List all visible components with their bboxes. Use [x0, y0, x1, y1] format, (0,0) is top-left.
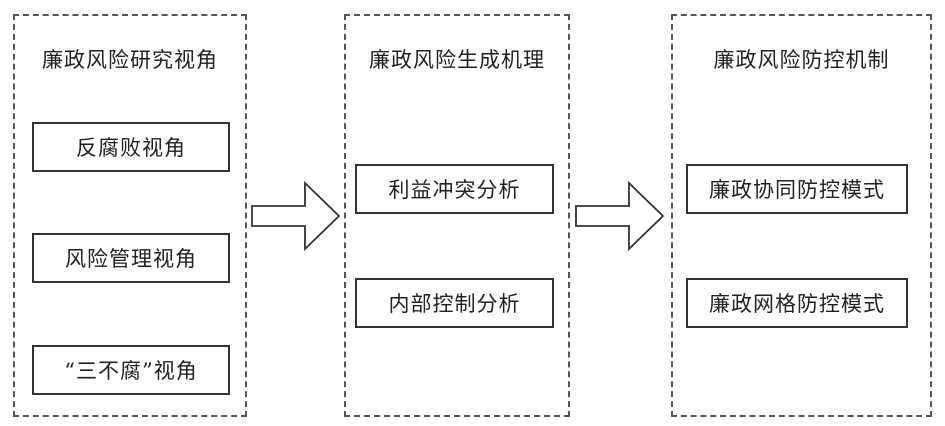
- column-title-prevention: 廉政风险防控机制: [713, 48, 890, 72]
- right-arrow-icon: [251, 181, 341, 251]
- box-three-no-corruption-perspective: “三不腐”视角: [32, 345, 230, 395]
- column-title-research: 廉政风险研究视角: [42, 48, 218, 72]
- box-grid-prevention-mode: 廉政网格防控模式: [686, 278, 908, 328]
- box-internal-control-analysis: 内部控制分析: [355, 278, 554, 328]
- box-collaborative-prevention-mode: 廉政协同防控模式: [686, 164, 908, 214]
- column-generation-mechanism: 廉政风险生成机理 利益冲突分析 内部控制分析: [344, 14, 570, 417]
- column-title-mechanism: 廉政风险生成机理: [369, 48, 545, 72]
- box-interest-conflict-analysis: 利益冲突分析: [355, 164, 554, 214]
- box-risk-management-perspective: 风险管理视角: [32, 233, 230, 283]
- column-prevention-mechanism: 廉政风险防控机制 廉政协同防控模式 廉政网格防控模式: [671, 14, 932, 417]
- column-research-perspective: 廉政风险研究视角 反腐败视角 风险管理视角 “三不腐”视角: [13, 14, 247, 417]
- box-anti-corruption-perspective: 反腐败视角: [32, 122, 230, 172]
- right-arrow-icon: [575, 181, 665, 251]
